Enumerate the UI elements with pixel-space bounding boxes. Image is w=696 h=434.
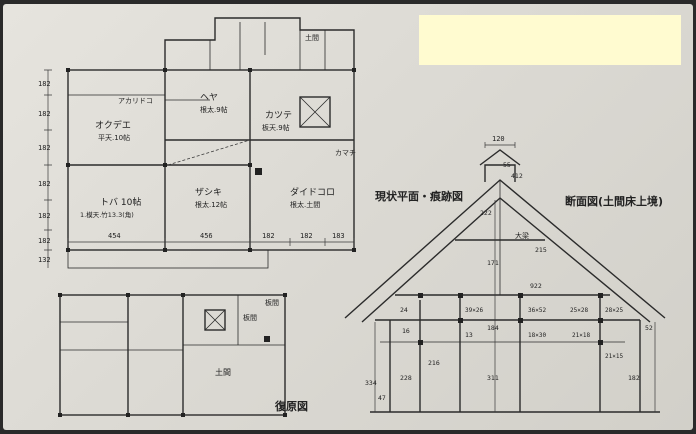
room-zashiki-sub: 根太.12帖 (195, 200, 227, 209)
plan-dim-bottom-2: 456 (200, 232, 213, 240)
title-plan: 現状平面・痕跡図 (375, 189, 463, 203)
section-beam-dim: 215 (535, 246, 547, 254)
plan-dim-left-1: 182 (38, 80, 51, 88)
plan-dim-left-4: 182 (38, 180, 51, 188)
section-member-10: 13 (465, 331, 473, 339)
section-dim-height-5: 228 (400, 374, 412, 382)
section-member-2: 36×52 (528, 307, 546, 314)
restored-hearth-cross (204, 309, 226, 331)
room-okute: オクデエ (95, 119, 131, 131)
room-okute-sub: 平天.10帖 (98, 133, 130, 142)
plan-bottom-dimline (67, 238, 355, 246)
plan-dim-bottom-1: 454 (108, 232, 121, 240)
section-dim-height-8: 52 (645, 324, 653, 332)
restored-room-doma: 土間 (215, 367, 231, 377)
section-dim-ridge (484, 142, 516, 148)
section-dim-top-2: 412 (511, 172, 523, 180)
plan-dim-bottom-3: 182 (262, 232, 275, 240)
section-member-4: 28×25 (605, 307, 623, 314)
plan-hearth-cross (299, 96, 331, 128)
plan-dim-left-3: 182 (38, 144, 51, 152)
room-heya-sub: 根太.9帖 (200, 105, 228, 114)
section-dim-ridge-width: 120 (492, 135, 505, 143)
restored-room-aux: 板間 (265, 298, 279, 307)
plan-dim-left-2: 182 (38, 110, 51, 118)
plan-engawa (67, 249, 269, 269)
label-akaridoko: アカリドコ (118, 97, 153, 105)
plan-dashed-line (167, 139, 251, 166)
room-daidokoro: ダイドコロ (290, 186, 335, 198)
section-roof-inner (361, 197, 651, 323)
plan-posts (66, 68, 356, 252)
room-tobas: トバ 10帖 (100, 196, 141, 208)
section-joints (418, 293, 603, 345)
section-dim-rafter: 222 (480, 209, 492, 217)
section-member-5: 18×30 (528, 332, 546, 339)
room-katte-sub: 板天.9帖 (262, 123, 290, 132)
drawing-paper (3, 4, 693, 430)
plan-hearth (299, 96, 331, 128)
section-member-9: 24 (400, 306, 408, 314)
restored-outline (59, 294, 286, 416)
restored-room-zashiki: 板間 (243, 313, 257, 322)
plan-left-dimline (44, 69, 52, 268)
section-member-8: 922 (530, 282, 542, 290)
section-dim-height-7: 182 (628, 374, 640, 382)
section-ridge-top (479, 149, 521, 166)
section-dim-height-1: 171 (487, 259, 499, 267)
room-katte: カツテ (265, 110, 292, 121)
floor-plan (44, 17, 356, 269)
section-beam-label: 大梁 (515, 231, 529, 240)
section-dim-height-9: 47 (378, 394, 386, 402)
room-doma: 土間 (305, 33, 319, 42)
room-zashiki: ザシキ (195, 187, 222, 198)
section-member-11: 16 (402, 327, 410, 335)
plan-dim-bottom-4: 182 (300, 232, 313, 240)
section-drawing (344, 142, 666, 413)
section-dim-height-4: 216 (428, 359, 440, 367)
restored-hearth (204, 309, 226, 331)
section-member-1: 39×26 (465, 307, 483, 314)
section-dim-top-1: 55 (503, 161, 511, 169)
plan-dim-bottom-5: 183 (332, 232, 345, 240)
section-dim-height-2: 184 (487, 324, 499, 332)
plan-annex-inner (209, 22, 326, 70)
room-daidokoro-sub: 根太.土間 (290, 200, 320, 209)
section-dim-height-3: 311 (487, 374, 499, 382)
plan-dim-left-6: 182 (38, 237, 51, 245)
plan-dim-left-7: 132 (38, 256, 51, 264)
section-member-7: 21×15 (605, 353, 623, 360)
redaction-box (419, 15, 681, 65)
section-member-6: 21×18 (572, 332, 590, 339)
section-ridge-cap (484, 164, 516, 182)
label-kamachi: カマチ (335, 149, 356, 157)
section-member-3: 25×28 (570, 307, 588, 314)
title-section: 断面図(土間床上境) (565, 194, 663, 208)
plan-dim-left-5: 182 (38, 212, 51, 220)
room-tobas-sub: 1.模天.竹13.3(角) (80, 210, 134, 219)
restored-plan (58, 293, 287, 417)
restored-posts (58, 293, 287, 417)
room-heya: ヘヤ (200, 93, 218, 103)
restored-partition-h1 (60, 344, 285, 351)
section-dim-height-6: 334 (365, 379, 377, 387)
plan-partition-h3 (68, 94, 210, 101)
plan-annex-outline (164, 17, 355, 70)
title-restored: 復原図 (274, 399, 308, 413)
